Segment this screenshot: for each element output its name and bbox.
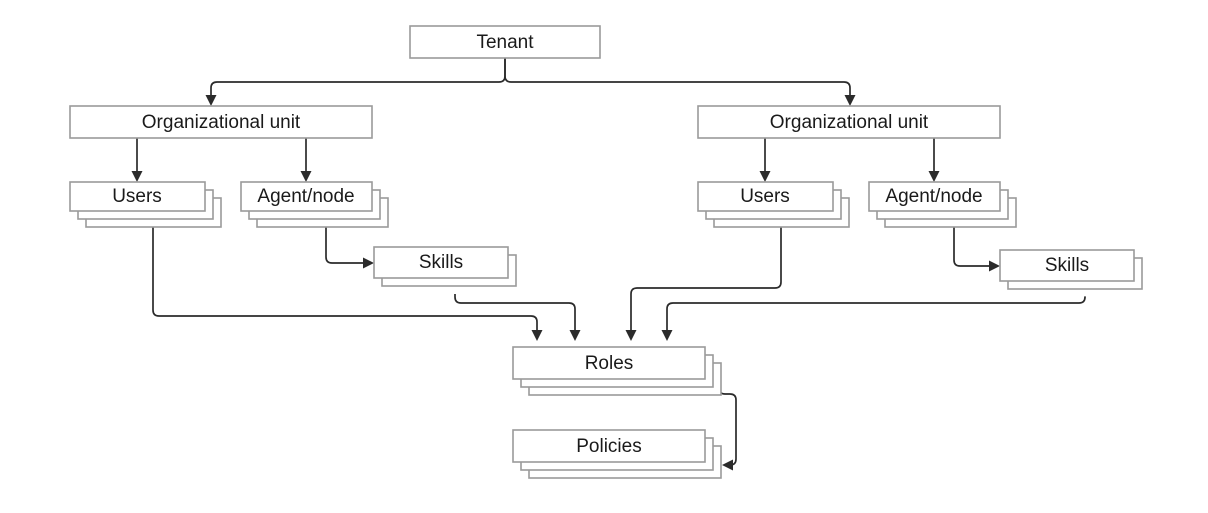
- node-agent-node-right[interactable]: Agent/node: [868, 181, 1017, 228]
- node-agent-node-right-label: Agent/node: [885, 186, 982, 207]
- arrow-tenant-to-org-left: [205, 95, 217, 106]
- edge-tenant-to-org-units: [210, 58, 506, 99]
- arrow-agentright-to-skills: [989, 260, 1000, 272]
- node-users-right-label: Users: [740, 186, 790, 207]
- node-skills-right[interactable]: Skills: [999, 249, 1143, 290]
- edge-agentright-to-skills: [953, 227, 993, 267]
- edge-usersright-to-roles: [630, 227, 782, 334]
- node-agent-node-left[interactable]: Agent/node: [240, 181, 389, 228]
- node-skills-left-box: [373, 246, 509, 279]
- arrow-usersleft-to-roles: [531, 330, 543, 341]
- edge-agentleft-to-skills: [325, 227, 367, 264]
- arrow-agentleft-to-skills: [363, 257, 374, 269]
- node-users-right[interactable]: Users: [697, 181, 850, 228]
- node-tenant-box: [409, 25, 601, 59]
- node-users-right-box: [697, 181, 834, 212]
- node-tenant-label: Tenant: [476, 32, 534, 53]
- arrow-skillsright-to-roles: [661, 330, 673, 341]
- node-roles[interactable]: Roles: [512, 346, 722, 396]
- node-tenant[interactable]: Tenant: [409, 25, 601, 59]
- node-agent-node-left-box: [240, 181, 373, 212]
- node-roles-label: Roles: [585, 353, 634, 374]
- node-policies-label: Policies: [576, 436, 641, 457]
- arrow-usersright-to-roles: [625, 330, 637, 341]
- arrow-orgright-to-users: [759, 171, 771, 182]
- node-skills-right-label: Skills: [1045, 255, 1089, 276]
- node-org-unit-right[interactable]: Organizational unit: [697, 105, 1001, 139]
- node-org-unit-right-box: [697, 105, 1001, 139]
- node-agent-node-right-box: [868, 181, 1001, 212]
- node-org-unit-left-label: Organizational unit: [142, 112, 301, 133]
- node-users-left-label: Users: [112, 186, 162, 207]
- arrow-tenant-to-org-right-head: [844, 95, 856, 106]
- arrow-roles-to-policies: [722, 459, 733, 471]
- node-roles-box: [512, 346, 706, 380]
- arrow-orgleft-to-agent: [300, 171, 312, 182]
- node-org-unit-left-box: [69, 105, 373, 139]
- node-agent-node-left-label: Agent/node: [257, 186, 354, 207]
- edge-skillsleft-to-roles: [454, 294, 576, 334]
- node-users-left-box: [69, 181, 206, 212]
- edge-tenant-to-org-right: [504, 58, 851, 99]
- arrow-skillsleft-to-roles: [569, 330, 581, 341]
- node-org-unit-left[interactable]: Organizational unit: [69, 105, 373, 139]
- edge-skillsright-to-roles: [666, 296, 1086, 334]
- arrow-orgright-to-agent: [928, 171, 940, 182]
- node-skills-left-label: Skills: [419, 252, 463, 273]
- node-users-left[interactable]: Users: [69, 181, 222, 228]
- node-policies[interactable]: Policies: [512, 429, 722, 479]
- node-skills-right-box: [999, 249, 1135, 282]
- edge-usersleft-to-roles: [152, 227, 538, 334]
- node-skills-left[interactable]: Skills: [373, 246, 517, 287]
- node-policies-box: [512, 429, 706, 463]
- arrow-orgleft-to-users: [131, 171, 143, 182]
- node-org-unit-right-label: Organizational unit: [770, 112, 929, 133]
